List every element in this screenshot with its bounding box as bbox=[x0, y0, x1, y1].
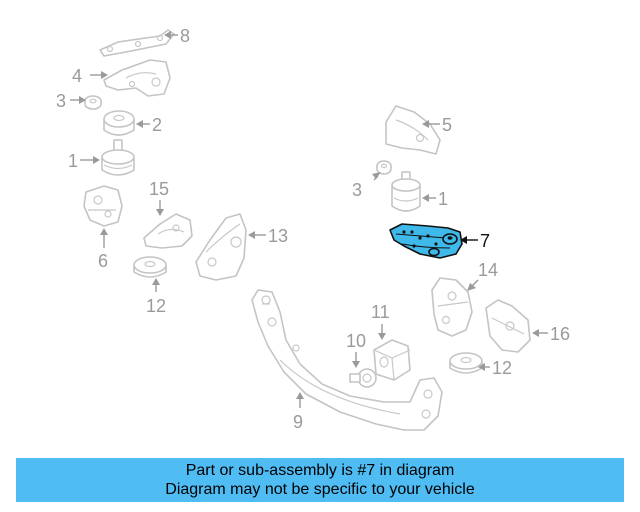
callout-5: 5 bbox=[442, 115, 452, 135]
callout-11-leader bbox=[378, 324, 386, 340]
callout-7-leader bbox=[460, 236, 478, 244]
part-12-pad-left bbox=[133, 256, 167, 278]
callout-12-left: 12 bbox=[146, 296, 166, 316]
part-10-bushing bbox=[349, 368, 377, 388]
callout-14-leader bbox=[467, 279, 479, 291]
callout-12-left-leader bbox=[152, 278, 160, 292]
footer-line-1: Part or sub-assembly is #7 in diagram bbox=[185, 462, 455, 479]
part-11-block-mount bbox=[373, 339, 411, 381]
callout-12-right-leader bbox=[478, 363, 490, 371]
part-12-pad-right bbox=[449, 352, 483, 374]
callout-1-right-leader bbox=[422, 194, 436, 202]
callout-1-left-leader bbox=[80, 156, 100, 164]
callout-15: 15 bbox=[149, 179, 169, 199]
part-4-mount-bracket bbox=[103, 59, 171, 97]
callout-9: 9 bbox=[293, 412, 303, 432]
callout-4-leader bbox=[90, 71, 108, 79]
callout-10: 10 bbox=[346, 331, 366, 351]
part-13-bracket bbox=[195, 213, 247, 281]
footer-line-2: Diagram may not be specific to your vehi… bbox=[165, 481, 475, 498]
part-1-engine-mount-right bbox=[391, 171, 421, 212]
part-3-washer-left bbox=[84, 95, 102, 110]
part-1-engine-mount-left bbox=[101, 139, 135, 176]
part-14-bracket bbox=[431, 277, 473, 337]
callout-14: 14 bbox=[478, 260, 498, 280]
part-5-upper-bracket bbox=[385, 105, 441, 155]
callout-12-right: 12 bbox=[492, 358, 512, 378]
part-15-mount bbox=[143, 213, 193, 249]
part-3-washer-right bbox=[376, 160, 392, 175]
callout-2: 2 bbox=[152, 115, 162, 135]
callout-11: 11 bbox=[371, 302, 390, 322]
footer-banner: Part or sub-assembly is #7 in diagram Di… bbox=[16, 458, 624, 502]
callout-3-right-leader bbox=[372, 172, 381, 181]
callout-4: 4 bbox=[72, 66, 82, 86]
callout-13-leader bbox=[248, 231, 266, 239]
callout-7: 7 bbox=[480, 231, 490, 251]
callout-6-leader bbox=[100, 228, 108, 248]
callout-13: 13 bbox=[268, 226, 288, 246]
part-7-bracket-highlighted bbox=[389, 223, 463, 259]
callout-2-leader bbox=[136, 120, 150, 128]
callout-3-left: 3 bbox=[56, 91, 66, 111]
part-2-mount-pad bbox=[103, 110, 135, 136]
callout-6: 6 bbox=[98, 251, 108, 271]
callout-10-leader bbox=[352, 352, 360, 368]
callout-8: 8 bbox=[180, 26, 190, 46]
callout-1-left: 1 bbox=[68, 151, 78, 171]
callout-9-leader bbox=[296, 392, 304, 408]
callout-3-left-leader bbox=[70, 96, 86, 104]
part-9-crossmember bbox=[251, 289, 443, 431]
callout-16: 16 bbox=[550, 324, 570, 344]
callout-8-leader bbox=[164, 31, 178, 39]
callout-16-leader bbox=[532, 329, 548, 337]
callout-3-right: 3 bbox=[352, 180, 362, 200]
part-6-lower-bracket bbox=[83, 185, 123, 227]
callout-15-leader bbox=[156, 200, 164, 216]
part-8-bracket bbox=[99, 29, 175, 57]
part-16-bracket bbox=[485, 299, 531, 353]
parts-diagram: 8 4 3 2 1 bbox=[56, 26, 570, 432]
callout-1-right: 1 bbox=[438, 189, 448, 209]
callout-5-leader bbox=[422, 120, 440, 128]
